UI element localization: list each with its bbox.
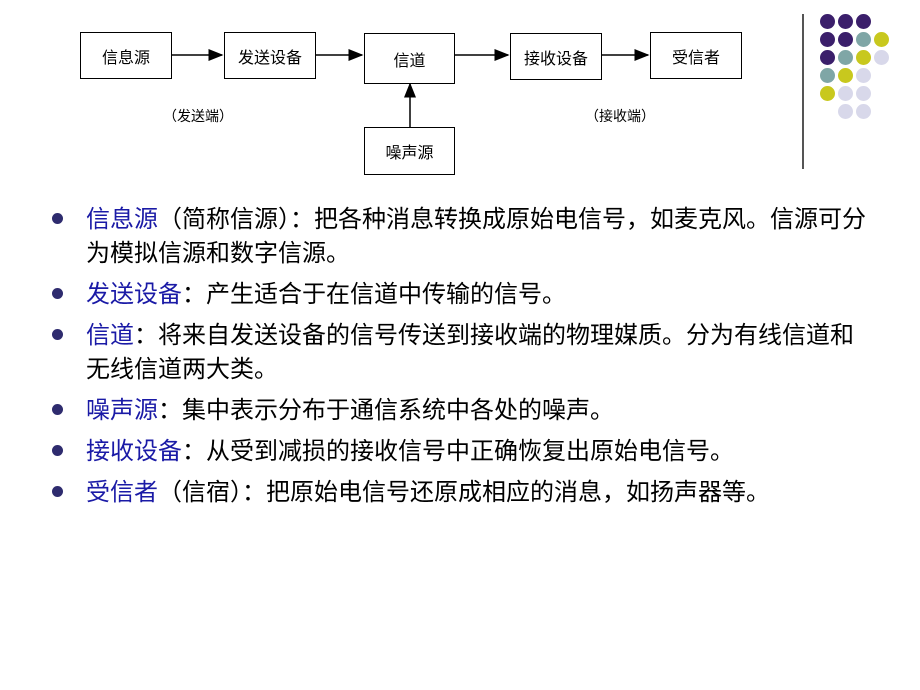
definition: ：将来自发送设备的信号传送到接收端的物理媒质。分为有线信道和无线信道两大类。 [86, 321, 854, 383]
decorative-dot [838, 14, 853, 29]
definition: ：集中表示分布于通信系统中各处的噪声。 [158, 396, 614, 424]
node-noise: 噪声源 [364, 127, 455, 175]
decorative-dot [820, 50, 835, 65]
decorative-dot [856, 50, 871, 65]
term: 信道 [86, 321, 134, 349]
bullet-icon [52, 329, 63, 340]
decorative-dot [856, 32, 871, 47]
definition: ：产生适合于在信道中传输的信号。 [182, 280, 566, 308]
decorative-dot [838, 68, 853, 83]
node-channel-label: 信道 [393, 50, 426, 70]
term: 受信者 [86, 478, 158, 506]
label-sending-end: （发送端） [163, 109, 233, 125]
term: 发送设备 [86, 280, 182, 308]
label-receiving-end: （接收端） [585, 109, 655, 125]
bullet-icon [52, 486, 63, 497]
node-transmitter-label: 发送设备 [237, 47, 302, 67]
decorative-dot [856, 68, 871, 83]
list-item: 受信者（信宿）：把原始电信号还原成相应的消息，如扬声器等。 [50, 475, 870, 509]
decorative-dot [820, 32, 835, 47]
definition: ：从受到减损的接收信号中正确恢复出原始电信号。 [182, 437, 734, 465]
decorative-dot [856, 104, 871, 119]
definition: （简称信源）：把各种消息转换成原始电信号，如麦克风。信源可分为模拟信源和数字信源… [86, 205, 866, 267]
diagram-arrows [172, 49, 650, 127]
decorative-dot [820, 14, 835, 29]
node-source-label: 信息源 [101, 47, 150, 67]
decorative-dot [820, 86, 835, 101]
decorative-dot [856, 86, 871, 101]
node-transmitter: 发送设备 [224, 32, 316, 79]
bullet-icon [52, 445, 63, 456]
node-destination: 受信者 [650, 32, 742, 79]
decorative-dot [874, 32, 889, 47]
definition-list: 信息源（简称信源）：把各种消息转换成原始电信号，如麦克风。信源可分为模拟信源和数… [50, 202, 870, 516]
decorative-dot [874, 50, 889, 65]
node-receiver-label: 接收设备 [523, 48, 588, 68]
decorative-dot [820, 68, 835, 83]
term: 噪声源 [86, 396, 158, 424]
decorative-dot [838, 86, 853, 101]
list-item: 信道：将来自发送设备的信号传送到接收端的物理媒质。分为有线信道和无线信道两大类。 [50, 318, 870, 386]
list-item: 接收设备：从受到减损的接收信号中正确恢复出原始电信号。 [50, 434, 870, 468]
node-noise-label: 噪声源 [385, 143, 434, 162]
bullet-icon [52, 213, 63, 224]
decorative-dot [838, 50, 853, 65]
definition: （信宿）：把原始电信号还原成相应的消息，如扬声器等。 [158, 478, 770, 506]
list-item: 信息源（简称信源）：把各种消息转换成原始电信号，如麦克风。信源可分为模拟信源和数… [50, 202, 870, 270]
node-source: 信息源 [80, 32, 172, 79]
node-destination-label: 受信者 [671, 47, 720, 67]
bullet-icon [52, 404, 63, 415]
node-channel: 信道 [364, 33, 455, 84]
term: 接收设备 [86, 437, 182, 465]
node-receiver: 接收设备 [510, 33, 602, 80]
list-item: 发送设备：产生适合于在信道中传输的信号。 [50, 277, 870, 311]
bullet-icon [52, 288, 63, 299]
decorative-dot [838, 104, 853, 119]
term: 信息源 [86, 205, 158, 233]
list-item: 噪声源：集中表示分布于通信系统中各处的噪声。 [50, 393, 870, 427]
decorative-divider [802, 14, 804, 169]
decorative-dot [856, 14, 871, 29]
decorative-dot [838, 32, 853, 47]
